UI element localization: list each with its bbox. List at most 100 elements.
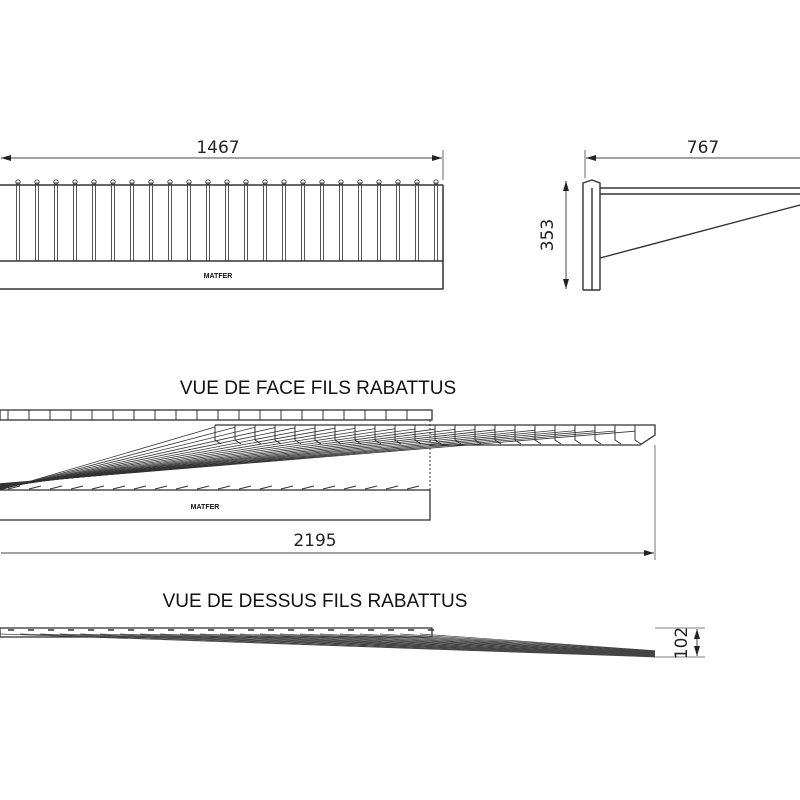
wire-foot: [406, 485, 420, 490]
wire-bar: [54, 182, 58, 262]
wire-bar: [206, 182, 210, 262]
folded-wire: [139, 633, 656, 656]
folded-front-view: VUE DE FACE FILS RABATTUS MATFER 2195: [0, 378, 656, 560]
wire-bar: [168, 182, 172, 262]
wire-foot: [343, 485, 357, 490]
folded-front-panel: [0, 489, 431, 521]
wire-foot: [91, 485, 105, 490]
brand-logo: MATFER: [204, 273, 233, 280]
wire-hook: [554, 425, 562, 445]
wire-bar: [358, 182, 362, 262]
wire-tip: [224, 179, 230, 185]
folded-wire: [0, 427, 256, 490]
folded-wire: [0, 427, 276, 490]
folded-front-title: VUE DE FACE FILS RABATTUS: [180, 378, 456, 399]
folded-wire: [0, 426, 236, 491]
wire-tip: [72, 179, 78, 185]
folded-wire: [39, 633, 656, 657]
wire-bar: [377, 182, 381, 262]
side-view: 767 353: [538, 138, 800, 291]
front-view: 1467 MATFER: [0, 138, 444, 290]
wire-foot: [217, 485, 231, 490]
height-dimension: 353: [538, 219, 558, 251]
folded-wire: [399, 633, 656, 652]
wire-foot: [7, 485, 21, 490]
wire-bar: [263, 182, 267, 262]
folded-wire: [19, 633, 656, 658]
folded-wire: [259, 633, 656, 654]
wire-foot: [301, 485, 315, 490]
folded-wire: [299, 633, 656, 653]
wire-foot: [49, 485, 63, 490]
width-dimension: 2195: [293, 531, 336, 551]
wire-foot: [364, 485, 378, 490]
wire-tip: [281, 179, 287, 185]
wire-foot: [28, 485, 42, 490]
wire-tip: [53, 179, 59, 185]
folded-wire: [99, 633, 656, 656]
wire-bar: [225, 182, 229, 262]
wire-tip: [414, 179, 420, 185]
wire-foot: [112, 485, 126, 490]
wire-hook: [614, 425, 622, 445]
wire-hook: [414, 425, 422, 445]
wire-hook: [574, 425, 582, 445]
wire-tip: [243, 179, 249, 185]
folded-wire: [0, 426, 216, 491]
wire-bar: [415, 182, 419, 262]
wire-bar: [434, 182, 438, 262]
wire-bar: [320, 182, 324, 262]
folded-wire: [279, 633, 656, 654]
wire-tip: [376, 179, 382, 185]
wire-foot: [280, 485, 294, 490]
wire-hook: [594, 425, 602, 445]
folded-wire: [199, 633, 656, 655]
wire-bar: [73, 182, 77, 262]
wire-foot: [196, 485, 210, 490]
wire-bar: [339, 182, 343, 262]
brand-logo: MATFER: [191, 504, 220, 511]
folded-wire: [79, 633, 656, 657]
wire-hook: [214, 425, 222, 445]
folded-top-title: VUE DE DESSUS FILS RABATTUS: [163, 591, 468, 612]
wire-foot: [175, 485, 189, 490]
folded-wire: [159, 633, 656, 655]
front-panel: [0, 260, 444, 290]
wire-tip: [395, 179, 401, 185]
wire-tip: [129, 179, 135, 185]
wire-foot: [238, 485, 252, 490]
wire-tip: [300, 179, 306, 185]
wire-foot: [133, 485, 147, 490]
wire-hook: [234, 425, 242, 445]
folded-wire: [119, 633, 656, 656]
wire-tip: [186, 179, 192, 185]
depth-dimension: 767: [687, 138, 719, 158]
folded-wire: [0, 427, 296, 490]
wire-tip: [167, 179, 173, 185]
wire-bars: [15, 179, 439, 262]
wire-hook: [434, 425, 442, 445]
wire-foot: [154, 485, 168, 490]
folded-wire: [219, 633, 656, 655]
folded-wire: [419, 633, 656, 652]
wire-bar: [130, 182, 134, 262]
wire-hook: [634, 425, 642, 445]
wire-bar: [16, 182, 20, 262]
wire-tip: [34, 179, 40, 185]
wire-tip: [91, 179, 97, 185]
wire-tip: [262, 179, 268, 185]
wire-hook: [254, 425, 262, 445]
wire-tip: [357, 179, 363, 185]
wire-bar: [301, 182, 305, 262]
wire-tip: [148, 179, 154, 185]
folded-wire: [319, 633, 656, 653]
folded-wire: [179, 633, 656, 655]
wire-foot: [322, 485, 336, 490]
wire-tip: [433, 179, 439, 185]
wire-hook: [534, 425, 542, 445]
wire-bar: [282, 182, 286, 262]
wire-bar: [187, 182, 191, 262]
wire-bar: [396, 182, 400, 262]
folded-wire: [0, 430, 636, 485]
